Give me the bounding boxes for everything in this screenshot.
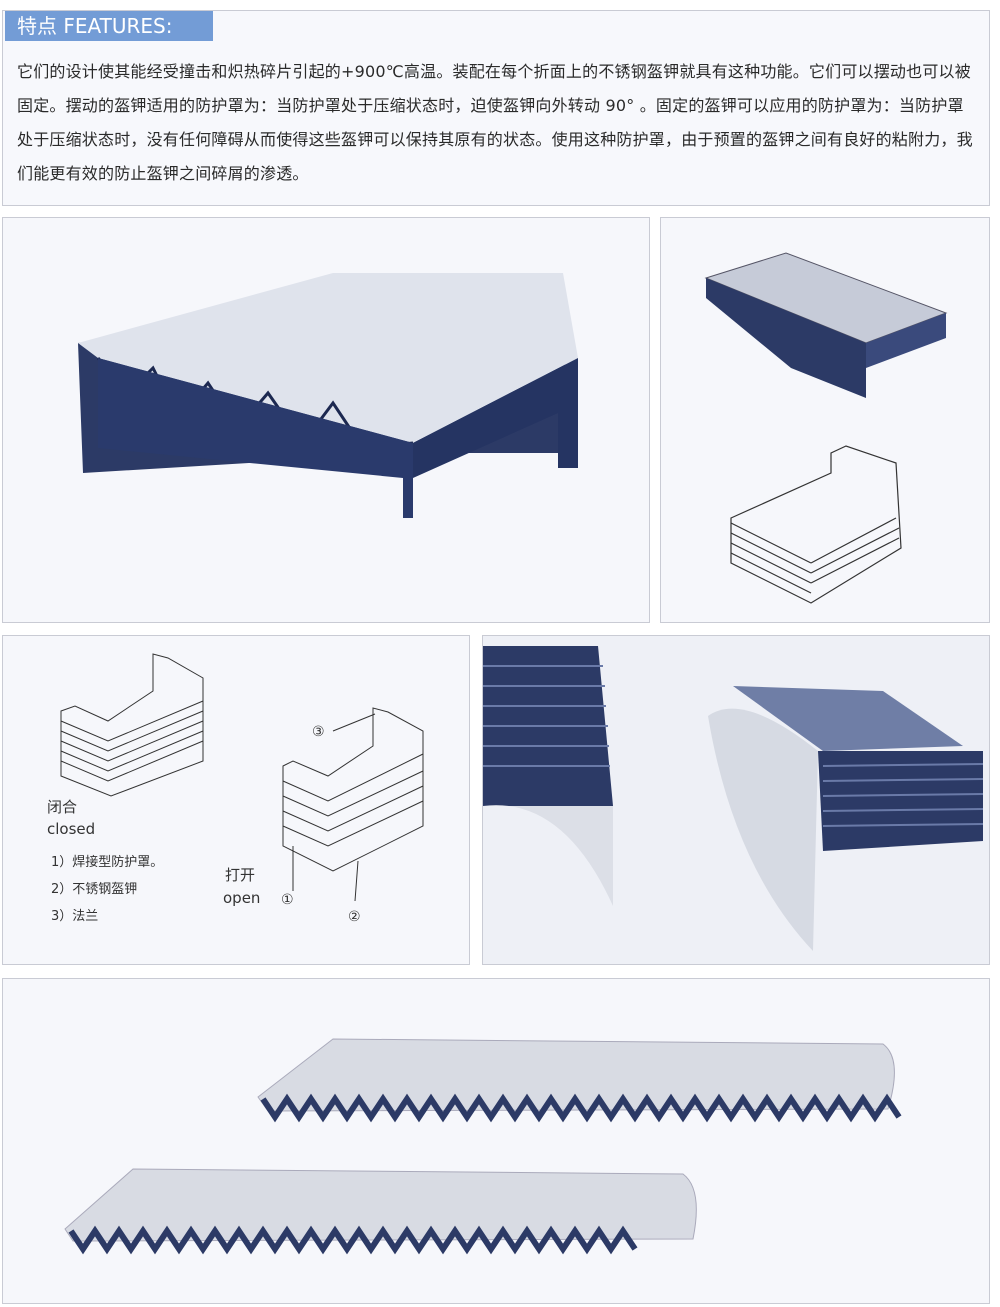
closed-label-en: closed: [47, 820, 96, 838]
marker-3: ③: [312, 724, 325, 740]
telescopic-cover-illustration: [78, 273, 578, 518]
open-label-cn: 打开: [225, 866, 256, 884]
closed-label-cn: 闭合: [47, 798, 78, 816]
marker-2: ②: [348, 909, 361, 925]
small-cover-and-diagram: [704, 252, 948, 604]
bellows-line-drawing: [60, 653, 424, 902]
features-title: 特点 FEATURES:: [5, 11, 213, 41]
features-section: 特点 FEATURES: 它们的设计使其能经受撞击和炽热碎片引起的+900℃高温…: [2, 10, 990, 206]
product-photo-large-cover: [2, 217, 650, 623]
closed-open-diagram-panel: 闭合 closed 1）焊接型防护罩。 2）不锈钢盔钾 3）法兰 打开 open…: [2, 635, 470, 965]
bellows-closeup-illustration: [483, 646, 984, 951]
open-label-en: open: [223, 889, 261, 907]
features-paragraph: 它们的设计使其能经受撞击和炽热碎片引起的+900℃高温。装配在每个折面上的不锈钢…: [17, 62, 973, 183]
product-photo-small-cover: [660, 217, 990, 623]
marker-1: ①: [281, 892, 294, 908]
legend-item-3: 3）法兰: [51, 909, 99, 924]
legend-item-1: 1）焊接型防护罩。: [51, 855, 164, 870]
product-photo-long-covers: [2, 978, 990, 1304]
product-photo-closeup: [482, 635, 990, 965]
legend-item-2: 2）不锈钢盔钾: [51, 882, 138, 897]
long-covers-illustration: [64, 1038, 902, 1255]
